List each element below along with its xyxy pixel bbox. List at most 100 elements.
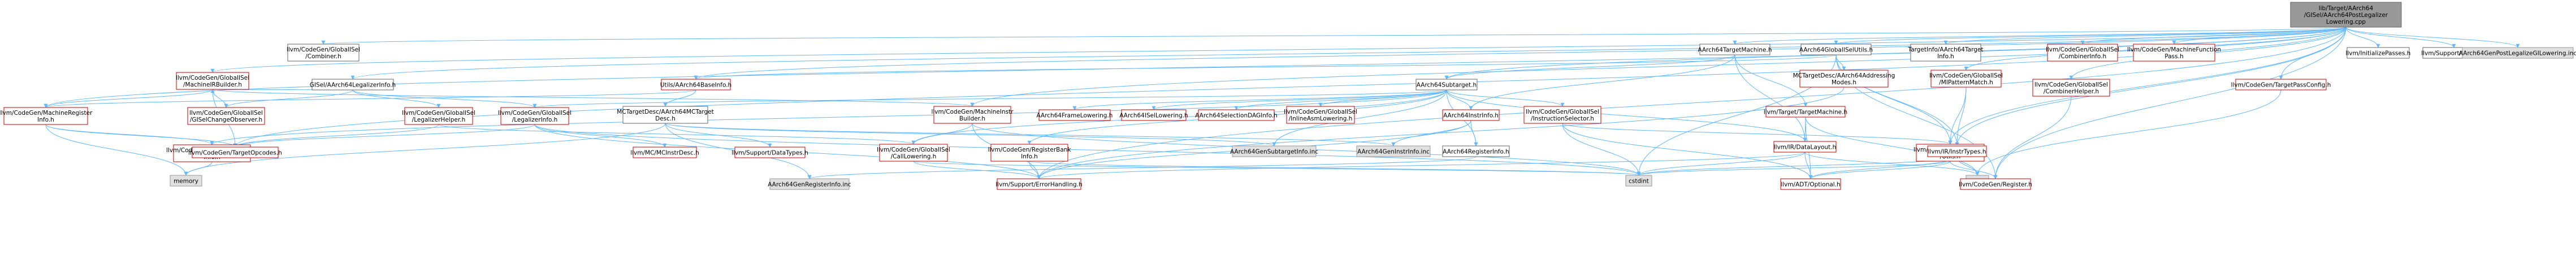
node-label-line: AArch64FrameLowering.h <box>1037 113 1113 119</box>
edge-root-to-support_debug <box>2345 27 2456 48</box>
node-label-line: llvm/CodeGen/GlobalISel <box>1526 109 1599 115</box>
node-target_target_machine[interactable]: llvm/Target/TargetMachine.h <box>1764 106 1847 118</box>
node-machine_irbuilder[interactable]: llvm/CodeGen/GlobalISel/MachineIRBuilder… <box>176 72 249 90</box>
node-utils_base_info[interactable]: Utils/AArch64BaseInfo.h <box>660 79 731 91</box>
node-combiner_helper[interactable]: llvm/CodeGen/GlobalISel/CombinerHelper.h <box>2032 79 2110 97</box>
node-box <box>2346 47 2410 59</box>
node-instruction_selector[interactable]: llvm/CodeGen/GlobalISel/InstructionSelec… <box>1523 106 1601 124</box>
node-aarch64_isel_lowering[interactable]: AArch64ISelLowering.h <box>1119 109 1188 121</box>
node-mir_pattern_match[interactable]: llvm/CodeGen/GlobalISel/MIPatternMatch.h <box>1929 70 2003 88</box>
edge-root-to-aarch64_target_machine <box>1733 27 2346 45</box>
node-aarch64_subtarget[interactable]: AArch64Subtarget.h <box>1415 79 1478 91</box>
node-aarch64_gisel_utils[interactable]: AArch64GlobalISelUtils.h <box>1799 44 1873 55</box>
node-box <box>1442 145 1510 157</box>
edge-mir_pattern_match-to-ir_instr_types <box>1955 87 1967 147</box>
edge-aarch64_subtarget-to-instruction_selector <box>1446 89 1565 107</box>
node-label-line: /MIPatternMatch.h <box>1939 79 1993 86</box>
node-label-line: lib/Target/AArch64 <box>2319 5 2374 12</box>
node-ir_instr_types[interactable]: llvm/IR/InstrTypes.h <box>1927 145 1987 157</box>
node-label-line: AArch64InstrInfo.h <box>1443 113 1499 119</box>
node-box <box>1765 106 1846 118</box>
edge-aarch64_subtarget-to-aarch64_gen_subtarget_info <box>1272 89 1447 147</box>
node-box <box>2032 79 2110 97</box>
node-aarch64_frame_lowering[interactable]: AArch64FrameLowering.h <box>1037 109 1113 121</box>
node-aarch64_target_machine[interactable]: AArch64TargetMachine.h <box>1698 44 1772 55</box>
edge-root-to-target_opcodes <box>233 27 2346 148</box>
edge-machine_register_info-to-memory <box>45 124 188 176</box>
node-aarch64_instr_info[interactable]: AArch64InstrInfo.h <box>1442 109 1500 121</box>
node-label-line: llvm/CodeGen/GlobalISel <box>176 75 249 81</box>
node-aarch64_gen_register_info[interactable]: AArch64GenRegisterInfo.inc <box>768 178 851 190</box>
node-box <box>2047 44 2118 62</box>
node-call_lowering[interactable]: llvm/CodeGen/GlobalISel/CallLowering.h <box>877 144 950 162</box>
node-label-line: AArch64GlobalISelUtils.h <box>1799 47 1873 54</box>
edge-aarch64_subtarget-to-inline_asm_lowering <box>1318 89 1447 107</box>
node-aarch64_register_info[interactable]: AArch64RegisterInfo.h <box>1442 145 1510 157</box>
node-box <box>622 106 708 124</box>
node-combiner_info[interactable]: llvm/CodeGen/GlobalISel/CombinerInfo.h <box>2046 44 2119 62</box>
edge-call_lowering-to-support_error_handling <box>913 161 1041 179</box>
node-cstdint[interactable]: cstdint <box>1625 175 1652 187</box>
node-box <box>734 147 806 158</box>
node-aarch64_legalizer_info[interactable]: GISel/AArch64LegalizerInfo.h <box>310 79 396 91</box>
edge-aarch64_mc_target_desc-to-aarch64_gen_instr_info <box>665 123 1396 147</box>
node-aarch64_gen_subtarget_info[interactable]: AArch64GenSubtargetInfo.inc <box>1230 145 1318 157</box>
node-ir_data_layout[interactable]: llvm/IR/DataLayout.h <box>1773 141 1837 153</box>
node-label-line: llvm/CodeGen/GlobalISel <box>2046 46 2119 53</box>
node-label-line: Info.h <box>1937 53 1954 60</box>
node-box <box>1038 109 1111 121</box>
node-box <box>2133 44 2215 62</box>
node-label-line: llvm/CodeGen/TargetOpcodes.h <box>188 150 282 157</box>
node-support_data_types[interactable]: llvm/Support/DataTypes.h <box>731 147 808 158</box>
node-root[interactable]: lib/Target/AArch64/GISel/AArch64PostLega… <box>2290 2 2402 28</box>
edge-root-to-ir_instr_types <box>1955 27 2346 147</box>
node-register[interactable]: llvm/CodeGen/Register.h <box>1959 178 2032 190</box>
node-label-line: llvm/ADT/Optional.h <box>1781 182 1840 188</box>
node-legalizer_info[interactable]: llvm/CodeGen/GlobalISel/LegalizerInfo.h <box>498 107 572 125</box>
node-target_pass_config[interactable]: llvm/CodeGen/TargetPassConfig.h <box>2231 79 2331 91</box>
node-label-line: /LegalizerInfo.h <box>512 117 558 123</box>
edge-aarch64_mc_target_desc-to-aarch64_gen_subtarget_info <box>665 123 1276 147</box>
node-gisel_combiner[interactable]: llvm/CodeGen/GlobalISel/Combiner.h <box>287 44 360 62</box>
edge-aarch64_subtarget-to-legalizer_info <box>533 89 1447 108</box>
node-box <box>192 147 279 158</box>
node-inline_asm_lowering[interactable]: llvm/CodeGen/GlobalISel/InlineAsmLowerin… <box>1284 106 1357 124</box>
node-mc_instr_desc[interactable]: llvm/MC/MCInstrDesc.h <box>630 147 699 158</box>
node-legalizer_helper[interactable]: llvm/CodeGen/GlobalISel/LegalizerHelper.… <box>402 107 475 125</box>
edge-aarch64_subtarget-to-ir_data_layout <box>1446 89 1807 142</box>
node-gisel_change_observer[interactable]: llvm/CodeGen/GlobalISel/GISelChangeObser… <box>187 107 265 125</box>
node-box <box>1799 70 1889 88</box>
node-label-line: llvm/IR/DataLayout.h <box>1774 144 1837 151</box>
node-post_legalize_gi_lowering[interactable]: AArch64GenPostLegalizeGILowering.inc <box>2459 47 2576 59</box>
node-aarch64_gen_instr_info[interactable]: AArch64GenInstrInfo.inc <box>1356 145 1431 157</box>
edge-aarch64_instr_info-to-aarch64_register_info <box>1470 120 1478 147</box>
edge-root-to-gisel_combiner <box>322 27 2346 45</box>
edge-ir_instr_types-to-cstdint <box>1636 156 1958 176</box>
node-aarch64_selection_dag_info[interactable]: AArch64SelectionDAGInfo.h <box>1195 109 1278 121</box>
node-label-line: llvm/MC/MCInstrDesc.h <box>630 150 699 157</box>
node-adt_optional[interactable]: llvm/ADT/Optional.h <box>1780 178 1841 190</box>
node-box <box>1523 106 1601 124</box>
node-label-line: Info.h <box>37 117 54 123</box>
edge-root-to-gisel_utils <box>1948 27 2346 145</box>
node-label-line: AArch64GenRegisterInfo.inc <box>768 182 851 188</box>
node-initialize_passes[interactable]: llvm/InitializePasses.h <box>2346 47 2411 59</box>
node-target_opcodes[interactable]: llvm/CodeGen/TargetOpcodes.h <box>188 147 282 158</box>
node-label-line: llvm/CodeGen/GlobalISel <box>498 110 572 117</box>
node-box <box>1699 44 1770 55</box>
node-label-line: llvm/Target/TargetMachine.h <box>1764 109 1847 116</box>
node-support_error_handling[interactable]: llvm/Support/ErrorHandling.h <box>995 178 1083 190</box>
node-label-line: Lowering.cpp <box>2326 19 2366 25</box>
node-label-line: llvm/CodeGen/MachineRegister <box>0 110 93 117</box>
node-label-line: llvm/Support/ErrorHandling.h <box>995 182 1082 188</box>
node-label-line: Modes.h <box>1832 79 1856 86</box>
edge-aarch64_target_machine-to-target_target_machine <box>1734 54 1808 107</box>
node-memory[interactable]: memory <box>170 175 202 187</box>
